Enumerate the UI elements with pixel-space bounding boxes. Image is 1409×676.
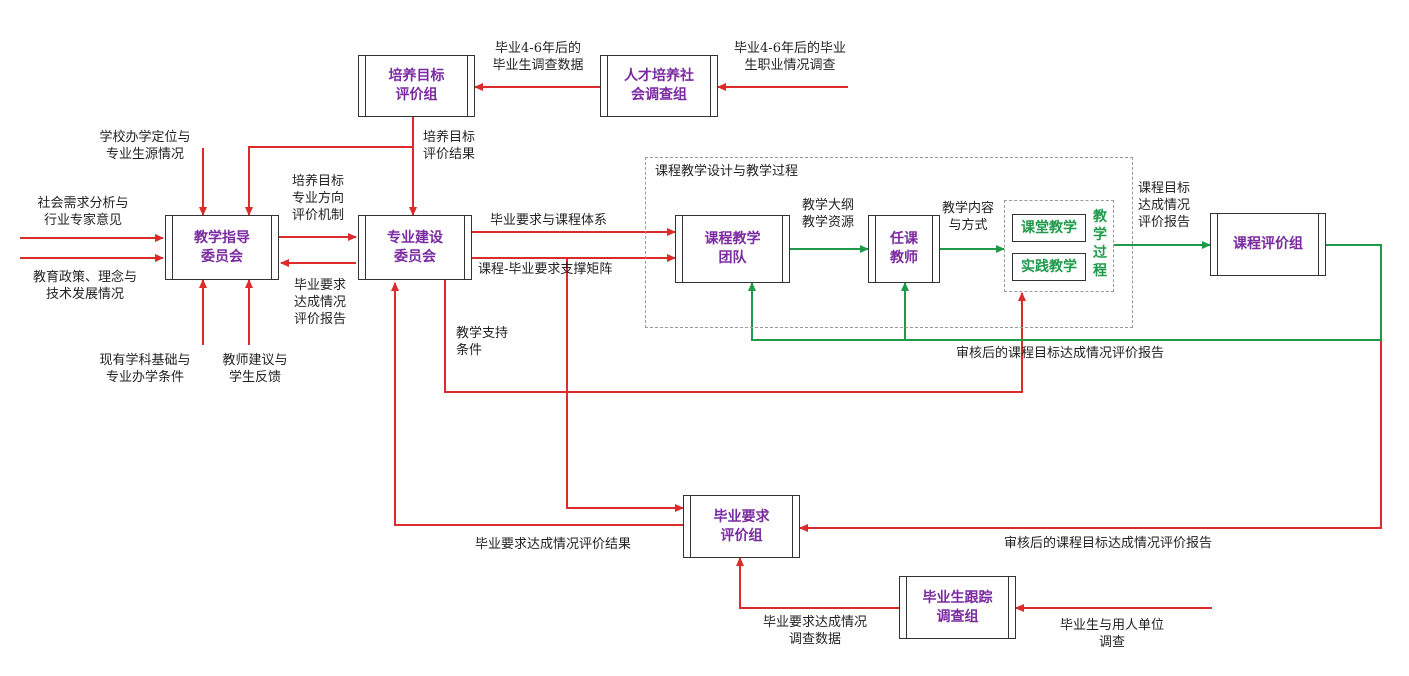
biye-eval-node: 毕业要求 评价组	[683, 495, 800, 558]
req-report-label: 毕业要求 达成情况 评价报告	[293, 278, 346, 327]
course-report-label: 课程目标 达成情况 评价报告	[1138, 181, 1191, 230]
biye-track-node: 毕业生跟踪 调查组	[899, 576, 1016, 639]
arrow-biye-to-zhuanye	[391, 282, 683, 526]
renke-teacher-node: 任课 教师	[868, 215, 940, 283]
discipline-base-label: 现有学科基础与 专业办学条件	[99, 353, 191, 385]
kecheng-team-node: 课程教学 团队	[675, 215, 790, 283]
rencai-survey-node: 人才培养社 会调查组	[600, 55, 718, 117]
arrow-track-to-biye	[736, 557, 899, 609]
school-position-label: 学校办学定位与 专业生源情况	[99, 130, 191, 162]
teacher-feedback-label: 教师建议与 学生反馈	[222, 353, 288, 385]
req-result-label: 毕业要求达成情况评价结果	[474, 537, 631, 552]
teaching-support-label: 教学支持 条件	[456, 326, 509, 358]
jiaoxue-guocheng-label: 教学过程	[1093, 209, 1107, 279]
reviewed-report-lower-label: 审核后的课程目标达成情况评价报告	[1003, 536, 1212, 551]
shijian-node: 实践教学	[1012, 253, 1086, 281]
req-system-label: 毕业要求与课程体系	[490, 213, 608, 228]
reviewed-report-upper-label: 审核后的课程目标达成情况评价报告	[955, 346, 1164, 361]
peiyang-eval-node: 培养目标 评价组	[358, 55, 475, 117]
arrow-matrix-to-biye	[566, 258, 684, 512]
jiaoxue-zhidao-node: 教学指导 委员会	[165, 215, 279, 280]
survey-data-label: 毕业4-6年后的 毕业生调查数据	[492, 41, 584, 73]
req-survey-data-label: 毕业要求达成情况 调查数据	[762, 615, 867, 647]
course-design-group-title: 课程教学设计与教学过程	[655, 164, 799, 179]
employer-survey-label: 毕业生与用人单位 调查	[1059, 618, 1164, 650]
syllabus-label: 教学大纲 教学资源	[801, 198, 854, 230]
kecheng-eval-node: 课程评价组	[1210, 213, 1326, 276]
teaching-process-group	[1004, 200, 1114, 292]
ketang-node: 课堂教学	[1012, 214, 1086, 242]
social-demand-label: 社会需求分析与 行业专家意见	[37, 196, 129, 228]
policy-label: 教育政策、理念与 技术发展情况	[32, 270, 137, 302]
target-direction-label: 培养目标 专业方向 评价机制	[291, 174, 344, 223]
target-result-label: 培养目标 评价结果	[423, 130, 476, 162]
arrow-support-to-process	[444, 280, 1026, 393]
support-matrix-label: 课程-毕业要求支撑矩阵	[478, 262, 613, 277]
content-method-label: 教学内容 与方式	[941, 201, 994, 233]
zhuanye-jianshe-node: 专业建设 委员会	[358, 215, 472, 280]
arrow-peiyang-to-zhidao	[245, 146, 413, 216]
career-survey-label: 毕业4-6年后的毕业 生职业情况调查	[734, 41, 846, 73]
arrow-eval-feedback	[748, 244, 1382, 341]
course-design-group	[645, 157, 1133, 328]
